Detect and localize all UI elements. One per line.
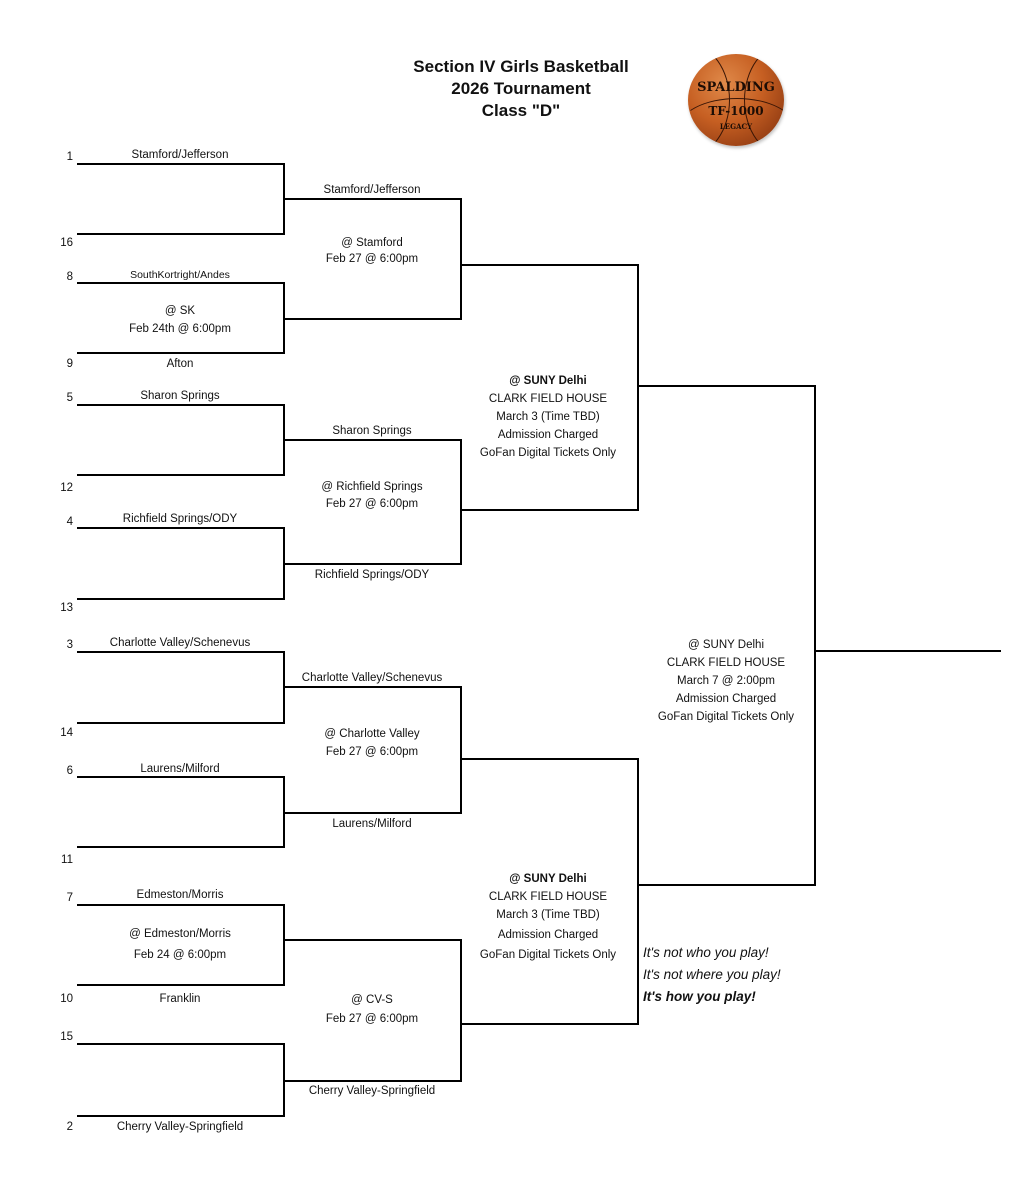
sf-1-admission: Admission Charged: [497, 429, 599, 441]
slogan-line-2: It's not where you play!: [643, 967, 781, 982]
slogan-line-1: It's not who you play!: [643, 945, 769, 960]
team-seed-3: Charlotte Valley/Schenevus: [109, 637, 251, 649]
match-4-13-line: [77, 527, 285, 600]
seed-label: 6: [66, 765, 73, 777]
logo-sub: LEGACY: [719, 122, 753, 131]
team-seed-2: Cherry Valley-Springfield: [116, 1121, 244, 1133]
final-date: March 7 @ 2:00pm: [677, 675, 775, 687]
qf-4-line: [284, 939, 462, 1082]
sf-2-line: [461, 758, 639, 1025]
sf-2-hall: CLARK FIELD HOUSE: [488, 891, 608, 903]
seed-label: 1: [66, 151, 73, 163]
sf-1-date: March 3 (Time TBD): [496, 411, 600, 423]
game-8-9-location: @ SK: [164, 305, 196, 317]
title-line-3: Class "D": [481, 101, 561, 120]
game-8-9-time: Feb 24th @ 6:00pm: [129, 323, 231, 335]
qf-3-location: @ Charlotte Valley: [324, 728, 420, 740]
final-hall: CLARK FIELD HOUSE: [666, 657, 786, 669]
qf-3-top-team: Charlotte Valley/Schenevus: [301, 672, 443, 684]
qf-2-location: @ Richfield Springs: [321, 481, 423, 493]
team-seed-5: Sharon Springs: [140, 390, 220, 402]
sf-2-tickets: GoFan Digital Tickets Only: [479, 949, 617, 961]
game-7-10-time: Feb 24 @ 6:00pm: [133, 949, 227, 961]
bracket-title: Section IV Girls Basketball 2026 Tournam…: [413, 56, 628, 122]
seed-label: 7: [66, 892, 73, 904]
sf-2-admission: Admission Charged: [497, 929, 599, 941]
seed-label: 15: [60, 1031, 73, 1043]
final-venue: @ SUNY Delhi: [687, 639, 765, 651]
qf-2-line: [284, 439, 462, 565]
team-seed-9: Afton: [166, 358, 194, 370]
final-line: [638, 385, 816, 886]
qf-4-location: @ CV-S: [351, 994, 393, 1006]
logo-model: TF-1000: [708, 104, 764, 118]
final-info: @ SUNY Delhi CLARK FIELD HOUSE March 7 @…: [658, 636, 794, 726]
final-admission: Admission Charged: [675, 693, 777, 705]
title-line-1: Section IV Girls Basketball: [413, 57, 629, 76]
qf-4-bottom-team: Cherry Valley-Springfield: [308, 1085, 436, 1097]
match-6-11-line: [77, 776, 285, 848]
basketball-icon: SPALDING TF-1000 LEGACY: [688, 54, 784, 146]
match-7-10-line: [77, 904, 285, 986]
sf-1-venue: @ SUNY Delhi: [509, 375, 587, 387]
seed-label: 12: [60, 482, 73, 494]
sf-1-line: [461, 264, 639, 511]
team-seed-1: Stamford/Jefferson: [131, 149, 229, 161]
qf-2-time: Feb 27 @ 6:00pm: [325, 498, 419, 510]
logo-brand: SPALDING: [697, 80, 775, 95]
qf-4-time: Feb 27 @ 6:00pm: [325, 1013, 419, 1025]
slogan: It's not who you play! It's not where yo…: [643, 942, 781, 1008]
qf-1-location: @ Stamford: [341, 237, 403, 249]
qf-3-line: [284, 686, 462, 814]
qf-3-time: Feb 27 @ 6:00pm: [325, 746, 419, 758]
seed-label: 13: [60, 602, 73, 614]
qf-2-top-team: Sharon Springs: [332, 425, 412, 437]
game-7-10-location: @ Edmeston/Morris: [129, 928, 231, 940]
sf-2-date: March 3 (Time TBD): [496, 909, 600, 921]
team-seed-6: Laurens/Milford: [140, 763, 220, 775]
team-seed-10: Franklin: [159, 993, 201, 1005]
sf-2-venue: @ SUNY Delhi: [509, 873, 587, 885]
seed-label: 5: [66, 392, 73, 404]
qf-1-time: Feb 27 @ 6:00pm: [325, 253, 419, 265]
qf-3-bottom-team: Laurens/Milford: [332, 818, 412, 830]
seed-label: 8: [66, 271, 73, 283]
final-tickets: GoFan Digital Tickets Only: [657, 711, 795, 723]
seed-label: 16: [60, 237, 73, 249]
title-line-2: 2026 Tournament: [451, 79, 591, 98]
seed-label: 2: [66, 1121, 73, 1133]
seed-label: 3: [66, 639, 73, 651]
sf-1-tickets: GoFan Digital Tickets Only: [479, 447, 617, 459]
match-15-2-line: [77, 1043, 285, 1117]
semifinal-2-info: @ SUNY Delhi CLARK FIELD HOUSE March 3 (…: [480, 870, 616, 964]
team-seed-7: Edmeston/Morris: [136, 889, 224, 901]
match-1-16-line: [77, 163, 285, 235]
sf-1-hall: CLARK FIELD HOUSE: [488, 393, 608, 405]
team-seed-4: Richfield Springs/ODY: [122, 513, 238, 525]
qf-1-top-team: Stamford/Jefferson: [323, 184, 421, 196]
seed-label: 11: [61, 854, 73, 866]
match-3-14-line: [77, 651, 285, 724]
seed-label: 9: [66, 358, 73, 370]
match-8-9-line: [77, 282, 285, 354]
qf-2-bottom-team: Richfield Springs/ODY: [314, 569, 430, 581]
semifinal-1-info: @ SUNY Delhi CLARK FIELD HOUSE March 3 (…: [480, 372, 616, 462]
team-seed-8: SouthKortright/Andes: [130, 269, 230, 281]
qf-1-line: [284, 198, 462, 320]
seed-label: 4: [66, 516, 73, 528]
match-5-12-line: [77, 404, 285, 476]
seed-label: 14: [60, 727, 73, 739]
seed-label: 10: [60, 993, 73, 1005]
slogan-line-3: It's how you play!: [643, 989, 756, 1004]
